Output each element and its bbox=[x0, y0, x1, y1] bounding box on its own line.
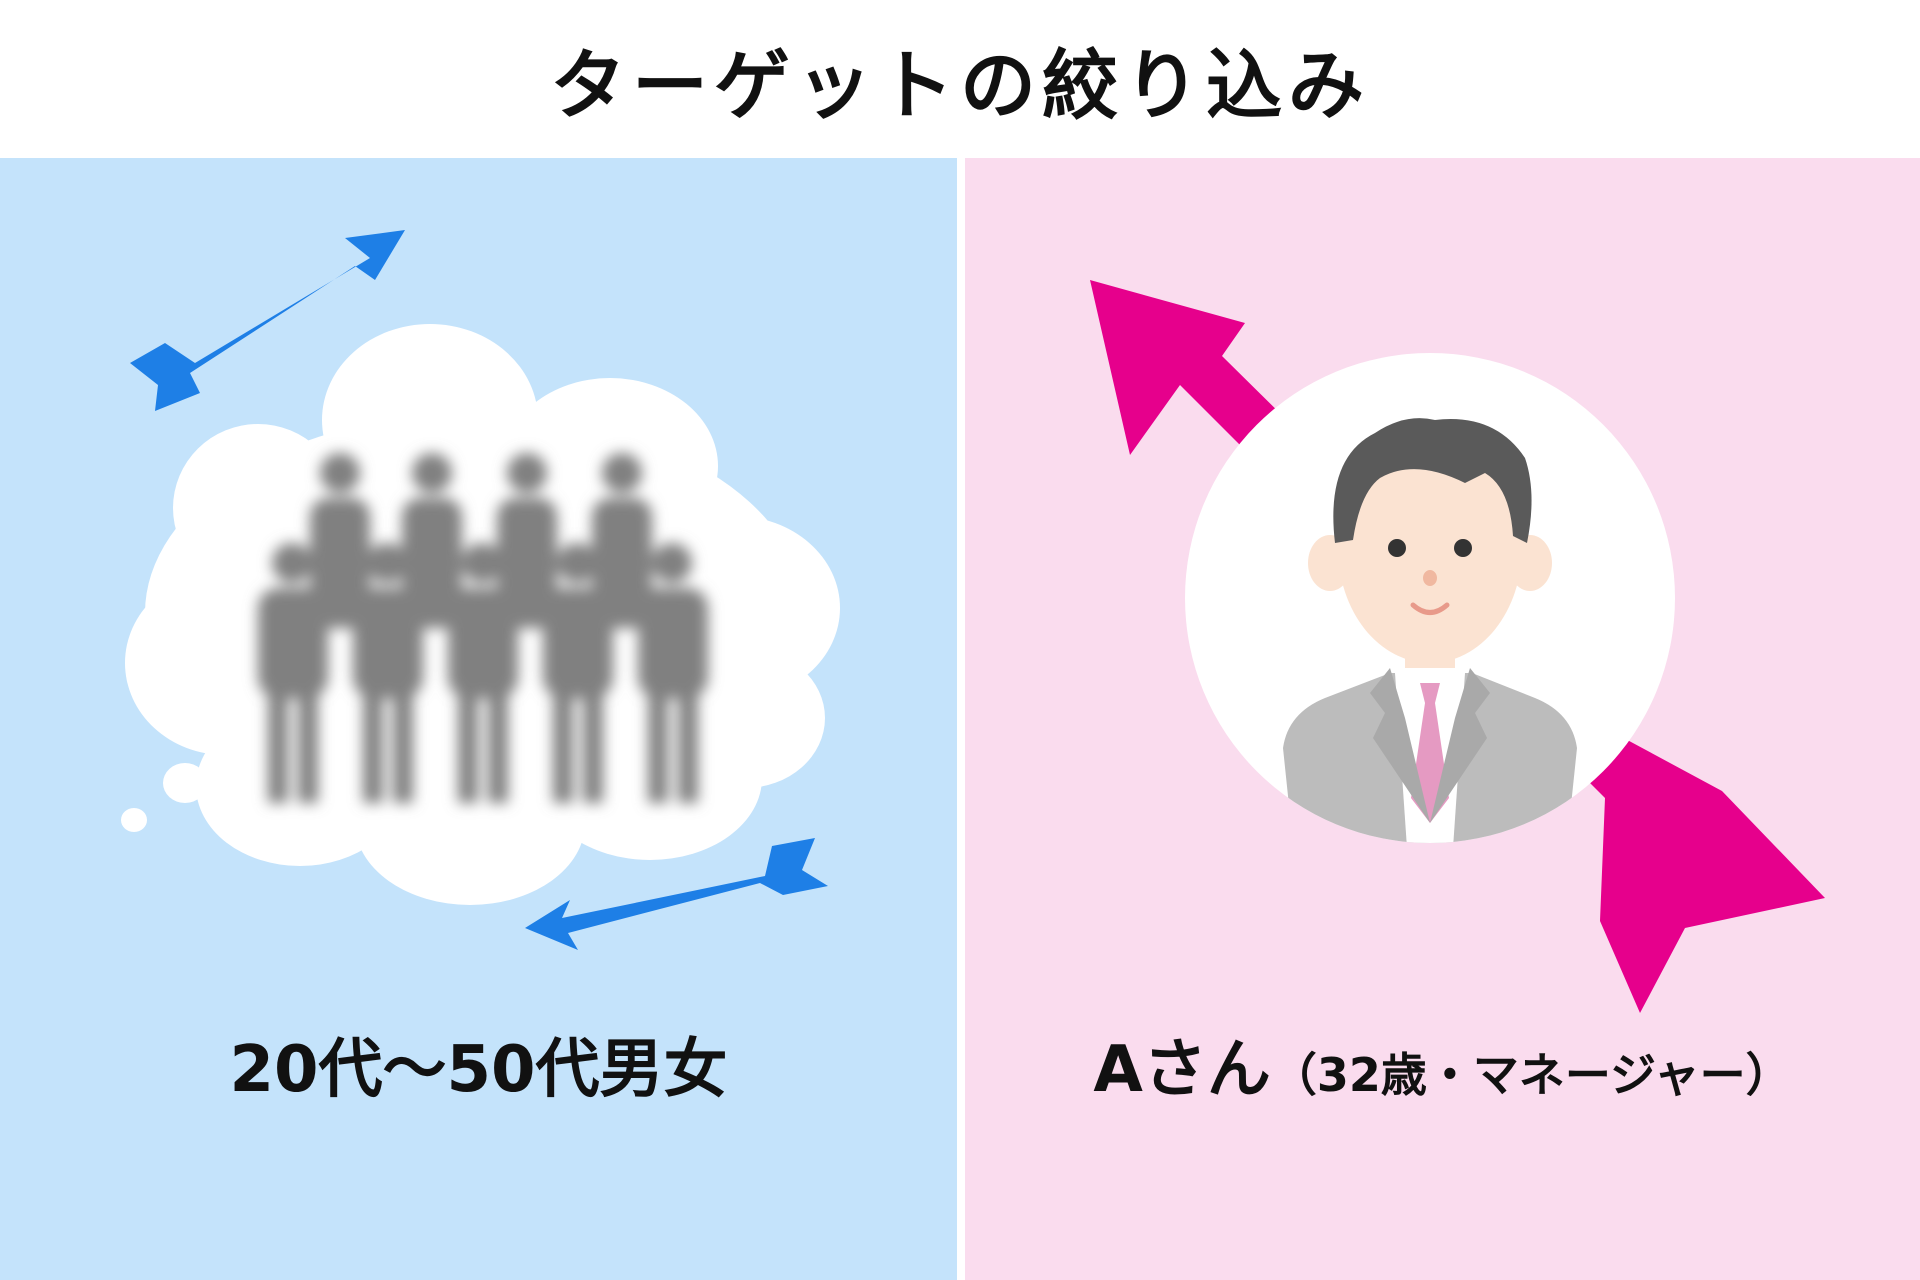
businessman-avatar-icon bbox=[1185, 353, 1675, 843]
panel-divider bbox=[957, 158, 965, 1280]
arrow-icon bbox=[130, 230, 405, 411]
left-panel: 20代〜50代男女 bbox=[0, 158, 957, 1280]
page-title: ターゲットの絞り込み bbox=[550, 41, 1370, 130]
left-caption: 20代〜50代男女 bbox=[229, 1033, 728, 1107]
crowd-icon bbox=[258, 453, 708, 803]
right-illustration bbox=[965, 158, 1920, 1280]
arrow-icon bbox=[1090, 280, 1825, 1013]
right-caption-main: Aさん bbox=[1093, 1033, 1271, 1107]
left-illustration bbox=[0, 158, 957, 1280]
right-caption-sub: （32歳・マネージャー） bbox=[1270, 1048, 1792, 1102]
right-caption: Aさん（32歳・マネージャー） bbox=[965, 1018, 1920, 1110]
right-panel: Aさん（32歳・マネージャー） bbox=[965, 158, 1920, 1280]
arrow-icon bbox=[525, 838, 828, 950]
